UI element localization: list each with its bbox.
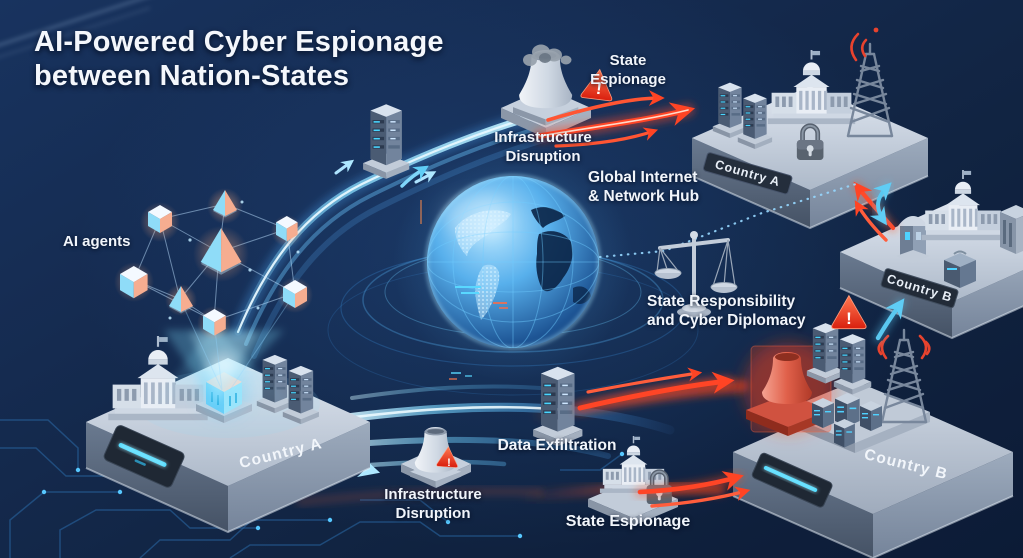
- infrastructure-disruption-top-icon: !: [501, 44, 616, 138]
- small-building-icon: [860, 401, 882, 431]
- warning-mark: !: [447, 457, 451, 469]
- domed-building-icon: [896, 216, 930, 263]
- status-panel: [751, 452, 833, 508]
- globe: [327, 142, 699, 396]
- attack-arrows-bottom: [574, 298, 906, 508]
- infrastructure-disruption-bottom-label: Infrastructure Disruption: [384, 486, 482, 522]
- government-building-icon: [767, 50, 856, 125]
- small-building-icon: [812, 398, 834, 428]
- scales-of-justice-icon: [654, 231, 738, 318]
- global-internet-hub-label: Global Internet & Network Hub: [588, 169, 700, 206]
- office-building-icon: [1000, 205, 1023, 254]
- server-tower-icon: [833, 334, 872, 395]
- platform-country-b-right: Country B: [839, 170, 1023, 340]
- ai-agents-network: [114, 188, 313, 391]
- ai-agents-label: AI agents: [63, 233, 131, 250]
- platform-country-b-bottom: ! Country B: [732, 295, 1014, 558]
- state-espionage-top-label: State Espionage: [590, 52, 666, 88]
- infrastructure-disruption-top-label: Infrastructure Disruption: [494, 129, 592, 165]
- background-streaks: [0, 0, 151, 58]
- infrastructure-disruption-bottom-icon: !: [401, 427, 471, 488]
- briefcase-icon: [944, 250, 976, 288]
- smoke: [523, 44, 572, 66]
- government-building-icon: [921, 170, 1005, 241]
- signal-waves-icon: [850, 27, 879, 62]
- signal-waves-icon: [877, 334, 931, 360]
- warning-mark: !: [846, 309, 852, 328]
- diplomacy-dotted-line: [598, 182, 858, 259]
- server-tower-icon: [712, 82, 748, 139]
- platform-country-a-origin: Country A: [85, 326, 371, 534]
- warning-mark: !: [595, 79, 603, 99]
- page-title: AI-Powered Cyber Espionage between Natio…: [34, 26, 444, 92]
- data-exfiltration-label: Data Exfiltration: [497, 437, 617, 454]
- exchange-arrows: [852, 181, 898, 242]
- status-panel: [103, 425, 185, 488]
- server-tower-icon: [363, 104, 410, 179]
- state-espionage-bottom-label: State Espionage: [565, 513, 691, 530]
- platform-country-a-target: Country A: [691, 27, 929, 230]
- small-building-icon: [834, 419, 855, 448]
- cooling-tower-attacked-icon: [762, 352, 812, 404]
- data-stream-arc-top: [230, 104, 559, 359]
- attack-arrows-top: [533, 90, 696, 148]
- state-responsibility-label: State Responsibility and Cyber Diplomacy: [647, 293, 806, 330]
